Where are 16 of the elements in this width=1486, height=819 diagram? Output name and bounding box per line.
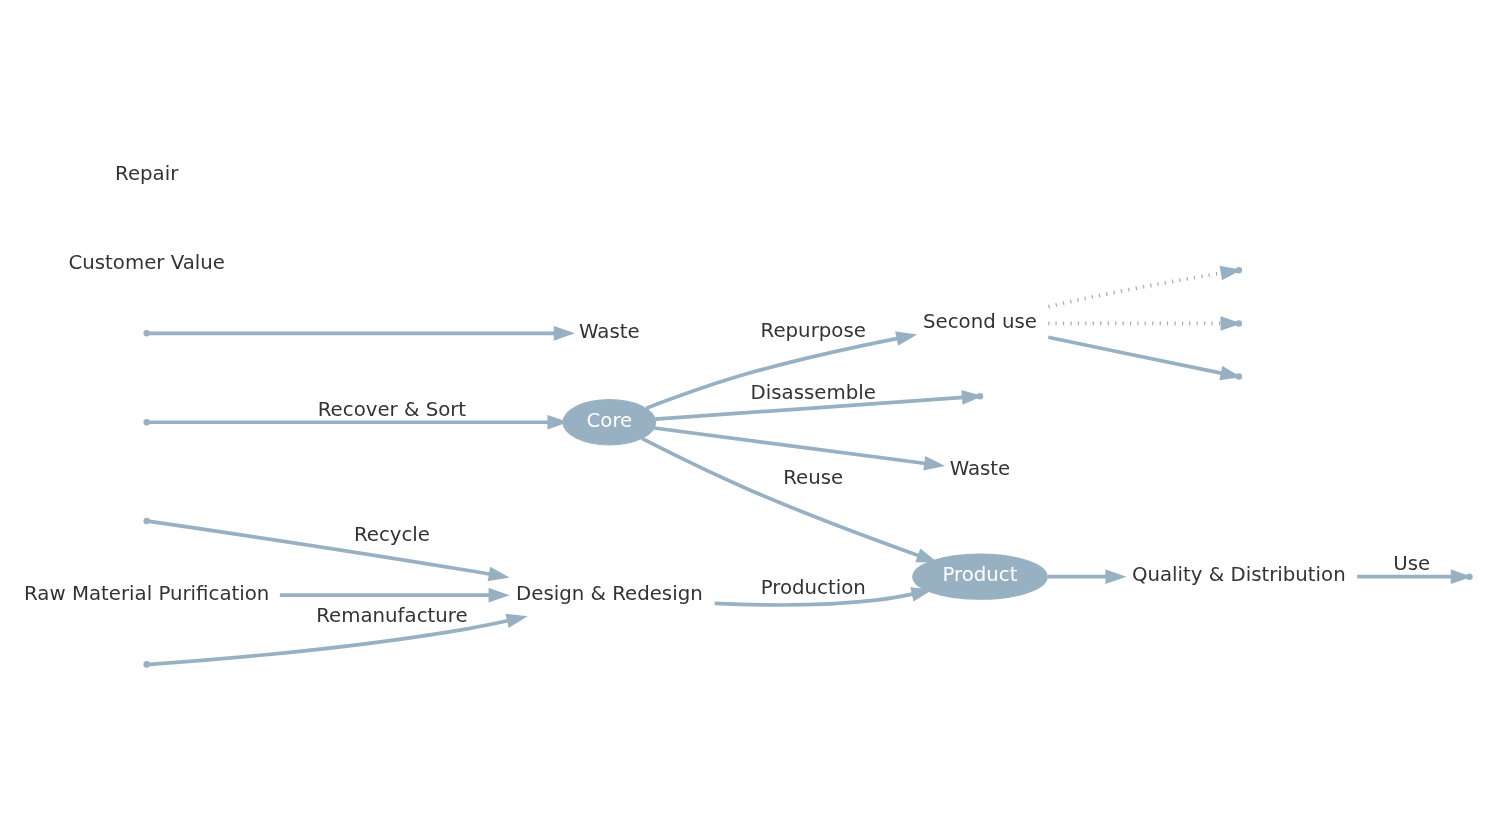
node-text: Waste <box>579 319 640 343</box>
edge-label: Production <box>760 575 866 599</box>
edge-label: Recycle <box>353 522 430 546</box>
node-text: Second use <box>923 309 1037 333</box>
edge-label: Remanufacture <box>316 603 468 627</box>
edge-label: Repurpose <box>760 318 866 342</box>
node-text: Waste <box>949 456 1011 480</box>
node-text: Quality & Distribution <box>1131 562 1346 586</box>
label: Customer Value <box>68 250 225 274</box>
edge-label: Recover & Sort <box>317 397 467 421</box>
edge-label: Disassemble <box>750 380 876 404</box>
node-text: Design & Redesign <box>516 581 703 605</box>
node-text: Raw Material Purification <box>24 581 270 605</box>
edge-label: Reuse <box>783 465 844 489</box>
edge-label: Use <box>1393 551 1431 575</box>
label: Repair <box>115 161 179 185</box>
